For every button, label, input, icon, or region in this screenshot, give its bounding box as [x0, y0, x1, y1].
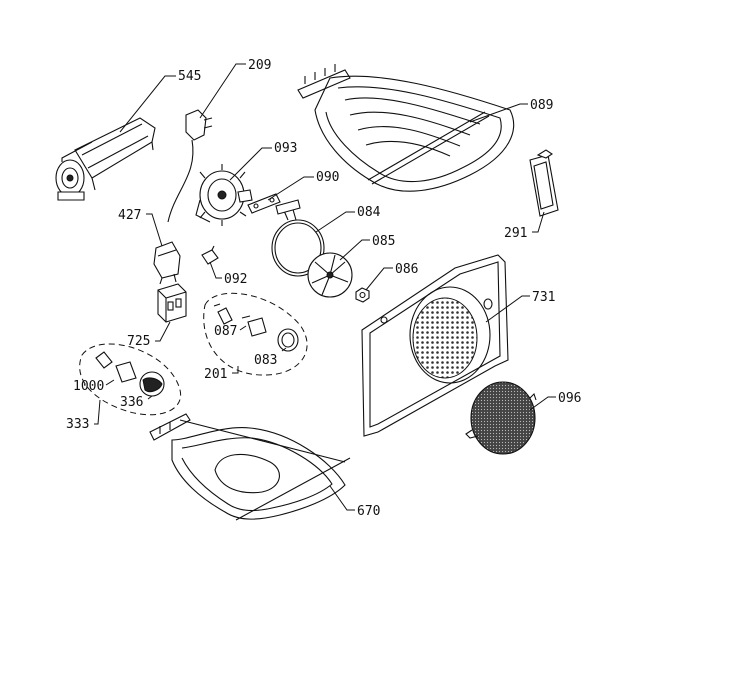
part-labels: 545 209 089 093 090 427 084 291 085 092 … [66, 58, 581, 519]
label-209: 209 [248, 58, 271, 73]
part-201-group [203, 292, 308, 376]
part-084-circular-element [271, 199, 325, 277]
label-725: 725 [127, 334, 150, 349]
label-084: 084 [357, 205, 381, 220]
part-092-lamp-holder [201, 245, 219, 265]
label-087: 087 [214, 324, 237, 339]
label-092: 092 [224, 272, 247, 287]
label-086: 086 [395, 262, 418, 277]
label-083: 083 [254, 353, 277, 368]
label-085: 085 [372, 234, 395, 249]
part-427-thermostat [153, 241, 181, 285]
leader-lines [94, 63, 556, 511]
label-731: 731 [532, 290, 555, 305]
part-725-terminal-block [157, 283, 187, 323]
part-545-fan-housing [55, 117, 156, 201]
part-086-nut [355, 287, 370, 303]
part-089-grill-element [297, 64, 515, 192]
label-201: 201 [204, 367, 227, 382]
label-089: 089 [530, 98, 553, 113]
part-670-bottom-element [149, 413, 351, 521]
part-291-lamp-cover [529, 149, 559, 217]
part-096-grease-filter [465, 381, 537, 455]
label-096: 096 [558, 391, 581, 406]
part-731-back-panel [361, 254, 509, 437]
label-427: 427 [118, 208, 141, 223]
label-333: 333 [66, 417, 89, 432]
part-090-gasket [247, 193, 281, 214]
part-093-fan-motor [195, 164, 253, 226]
label-670: 670 [357, 504, 380, 519]
label-1000: 1000 [73, 379, 104, 394]
part-209-plug-cable [167, 109, 213, 223]
label-291: 291 [504, 226, 527, 241]
label-093: 093 [274, 141, 297, 156]
part-333-group [79, 343, 182, 416]
label-336: 336 [120, 395, 143, 410]
label-090: 090 [316, 170, 339, 185]
part-085-fan-blade [307, 252, 353, 298]
label-545: 545 [178, 69, 201, 84]
